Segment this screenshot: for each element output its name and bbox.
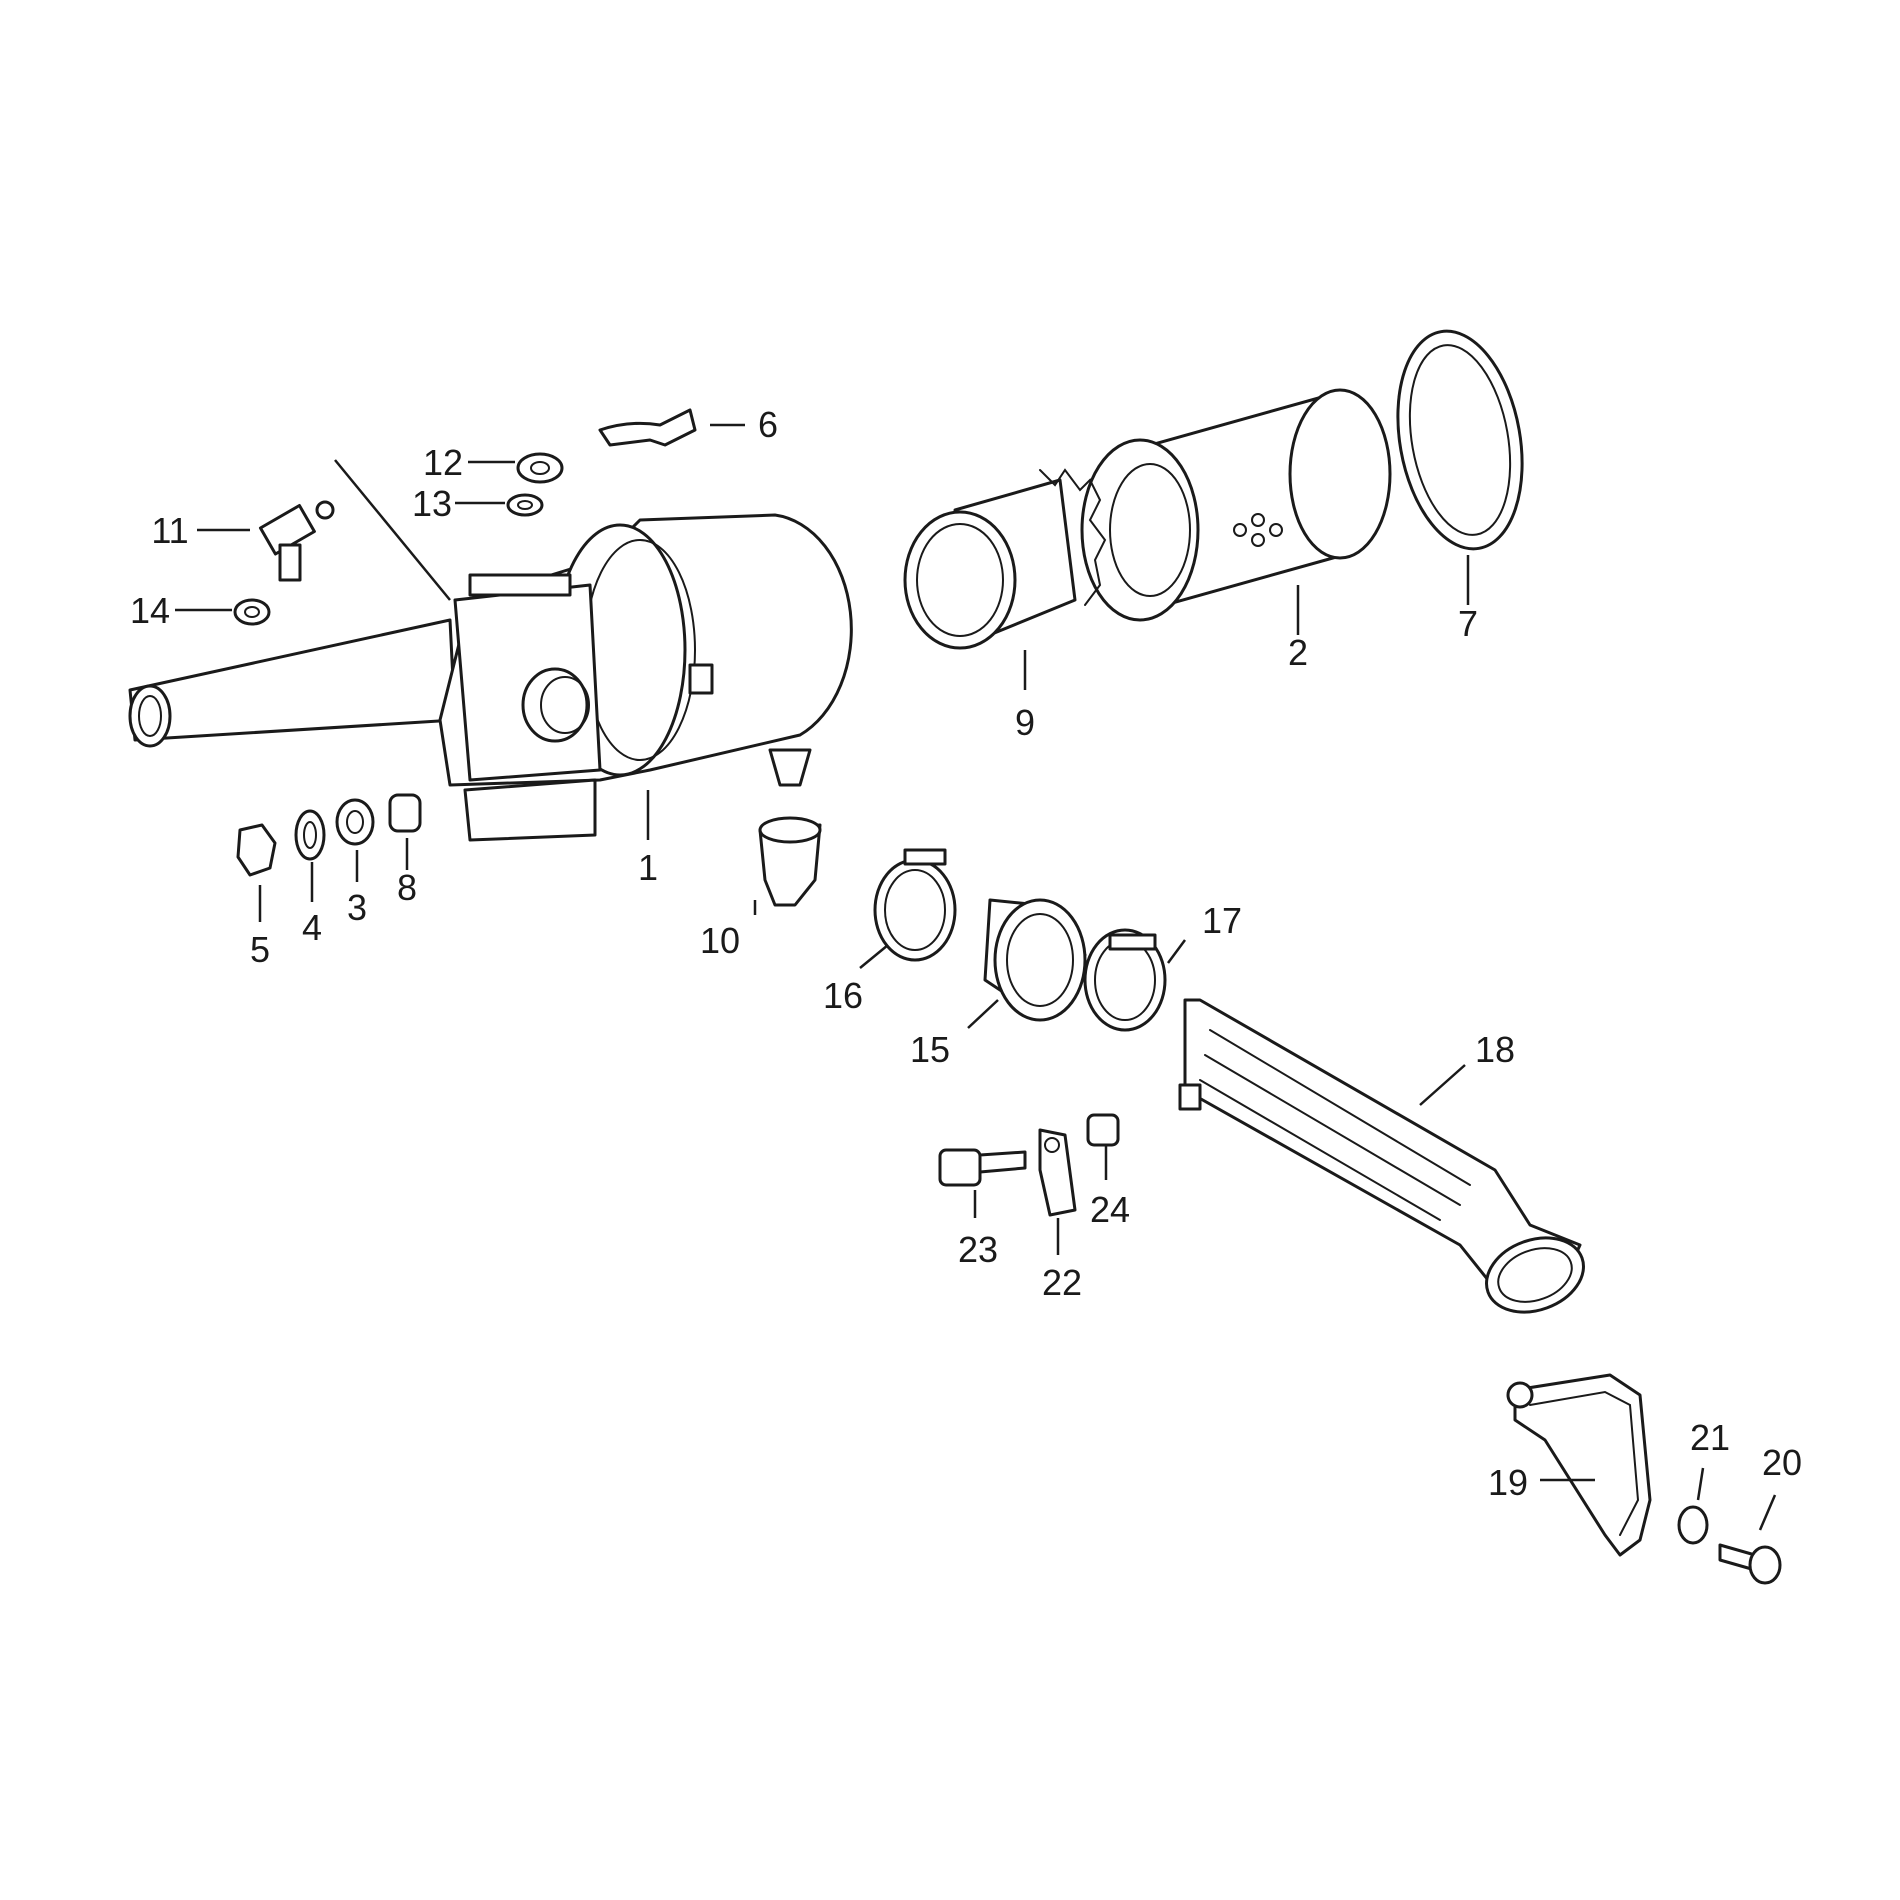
part-16-hose-clamp bbox=[873, 848, 957, 962]
callout-5: 5 bbox=[250, 929, 270, 970]
part-19-cover-plate bbox=[1506, 1373, 1652, 1557]
part-3-washer bbox=[335, 798, 375, 846]
part-2-filter-element bbox=[1080, 388, 1392, 622]
callout-19: 19 bbox=[1488, 1462, 1528, 1503]
callout-21: 21 bbox=[1690, 1417, 1730, 1458]
part-21-nut bbox=[1677, 1505, 1709, 1545]
callout-1: 1 bbox=[638, 847, 658, 888]
part-10-dust-valve bbox=[758, 816, 822, 907]
callout-22: 22 bbox=[1042, 1262, 1082, 1303]
callout-20: 20 bbox=[1762, 1442, 1802, 1483]
callout-14: 14 bbox=[130, 590, 170, 631]
callout-9: 9 bbox=[1015, 702, 1035, 743]
part-22-bracket bbox=[1038, 1128, 1077, 1217]
part-5-nut bbox=[236, 823, 277, 877]
callout-4: 4 bbox=[302, 907, 322, 948]
part-24-nut bbox=[1086, 1113, 1120, 1147]
callout-16: 16 bbox=[823, 975, 863, 1016]
leader-15 bbox=[967, 999, 999, 1029]
callout-24: 24 bbox=[1090, 1189, 1130, 1230]
part-20-bolt bbox=[1718, 1543, 1782, 1585]
callout-2: 2 bbox=[1288, 632, 1308, 673]
leader-lines bbox=[175, 423, 1777, 1531]
part-4-lock-washer bbox=[294, 809, 326, 861]
part-17-hose-clamp bbox=[1083, 928, 1167, 1032]
callout-18: 18 bbox=[1475, 1029, 1515, 1070]
part-9-safety-element bbox=[903, 468, 1107, 650]
housing-to-part-11-pointer bbox=[334, 459, 451, 601]
part-12-nut bbox=[516, 452, 564, 484]
leader-21 bbox=[1696, 1467, 1705, 1501]
leader-16 bbox=[859, 944, 889, 969]
callout-8: 8 bbox=[397, 867, 417, 908]
leader-20 bbox=[1758, 1494, 1777, 1531]
callout-12: 12 bbox=[423, 442, 463, 483]
part-7-gasket-ring bbox=[1396, 329, 1524, 551]
callout-11: 11 bbox=[151, 510, 188, 551]
callout-7: 7 bbox=[1458, 603, 1478, 644]
part-14-washer bbox=[233, 598, 271, 626]
callout-numbers: 1 2 3 4 5 6 7 8 9 10 11 12 13 14 15 16 1… bbox=[130, 404, 1802, 1503]
leader-17 bbox=[1166, 939, 1187, 964]
part-15-rubber-hose bbox=[983, 898, 1087, 1022]
callout-23: 23 bbox=[958, 1229, 998, 1270]
part-1-air-cleaner-housing bbox=[128, 513, 853, 842]
part-13-washer bbox=[506, 493, 544, 517]
part-6-clip bbox=[598, 408, 697, 447]
callout-13: 13 bbox=[412, 483, 452, 524]
part-11-service-indicator bbox=[258, 500, 335, 582]
callout-10: 10 bbox=[700, 920, 740, 961]
callout-15: 15 bbox=[910, 1029, 950, 1070]
part-18-intake-duct bbox=[1178, 998, 1585, 1314]
part-8-spacer bbox=[388, 793, 422, 833]
leader-18 bbox=[1419, 1064, 1466, 1106]
callout-3: 3 bbox=[347, 887, 367, 928]
callout-6: 6 bbox=[758, 404, 778, 445]
callout-17: 17 bbox=[1202, 900, 1242, 941]
part-23-bolt bbox=[938, 1148, 1027, 1187]
